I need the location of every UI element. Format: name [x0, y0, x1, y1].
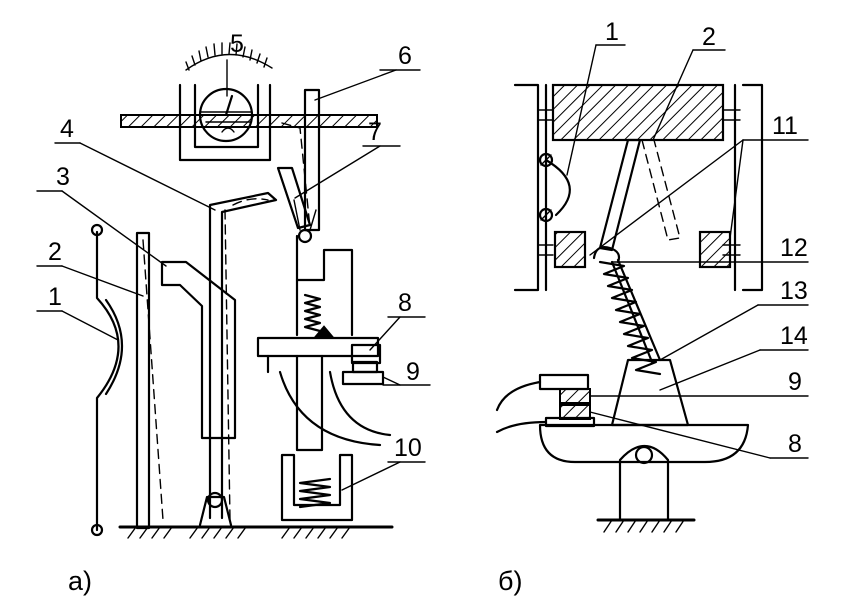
element-14-carrier	[538, 358, 750, 533]
callout-a-5: 5	[230, 30, 244, 58]
callouts-a: 1 2 3 4 5 6 7 8 9 10	[48, 30, 422, 462]
contacts-b	[495, 373, 596, 434]
element-1-link-b	[538, 152, 571, 223]
callout-a-1: 1	[48, 283, 62, 311]
callout-a-7: 7	[368, 118, 382, 146]
callout-a-2: 2	[48, 238, 62, 266]
callout-a-10: 10	[394, 434, 422, 462]
element-4-lever	[198, 191, 278, 527]
element-1-bimetal	[90, 223, 123, 537]
callout-a-8: 8	[398, 289, 412, 317]
element-11-poles	[553, 230, 732, 269]
callout-b-2: 2	[702, 23, 716, 51]
callout-b-1: 1	[605, 18, 619, 46]
leader-lines-a	[36, 59, 431, 491]
callout-b-13: 13	[780, 277, 808, 305]
caption-a: а)	[68, 566, 92, 596]
element-2-lever-b	[598, 138, 681, 252]
element-6-arm	[281, 88, 321, 232]
panel-a: 1 2 3 4 5 6 7 8 9 10 а)	[36, 30, 431, 596]
callouts-b: 1 2 11 12 13 14 9 8	[605, 18, 808, 458]
callout-a-4: 4	[60, 115, 74, 143]
callout-a-9: 9	[406, 358, 420, 386]
spring-b	[598, 258, 662, 376]
callout-b-8: 8	[788, 430, 802, 458]
leader-lines-b	[566, 44, 809, 459]
callout-a-3: 3	[56, 163, 70, 191]
element-5-indicator	[120, 42, 378, 162]
contacts-a	[341, 343, 385, 386]
element-2-rod	[135, 231, 164, 530]
ground-a	[118, 525, 394, 539]
element-7-latch	[276, 166, 317, 244]
element-3-lever	[160, 260, 237, 440]
callout-b-12: 12	[780, 234, 808, 262]
callout-b-14: 14	[780, 322, 808, 350]
panel-b: 1 2 11 12 13 14 9 8 б)	[495, 18, 809, 596]
callout-a-6: 6	[398, 42, 412, 70]
element-12-hook	[592, 246, 621, 264]
contact-carrier	[256, 234, 392, 522]
caption-b: б)	[498, 566, 522, 596]
housing-b	[513, 83, 764, 292]
callout-b-9: 9	[788, 368, 802, 396]
callout-b-11: 11	[772, 112, 798, 140]
